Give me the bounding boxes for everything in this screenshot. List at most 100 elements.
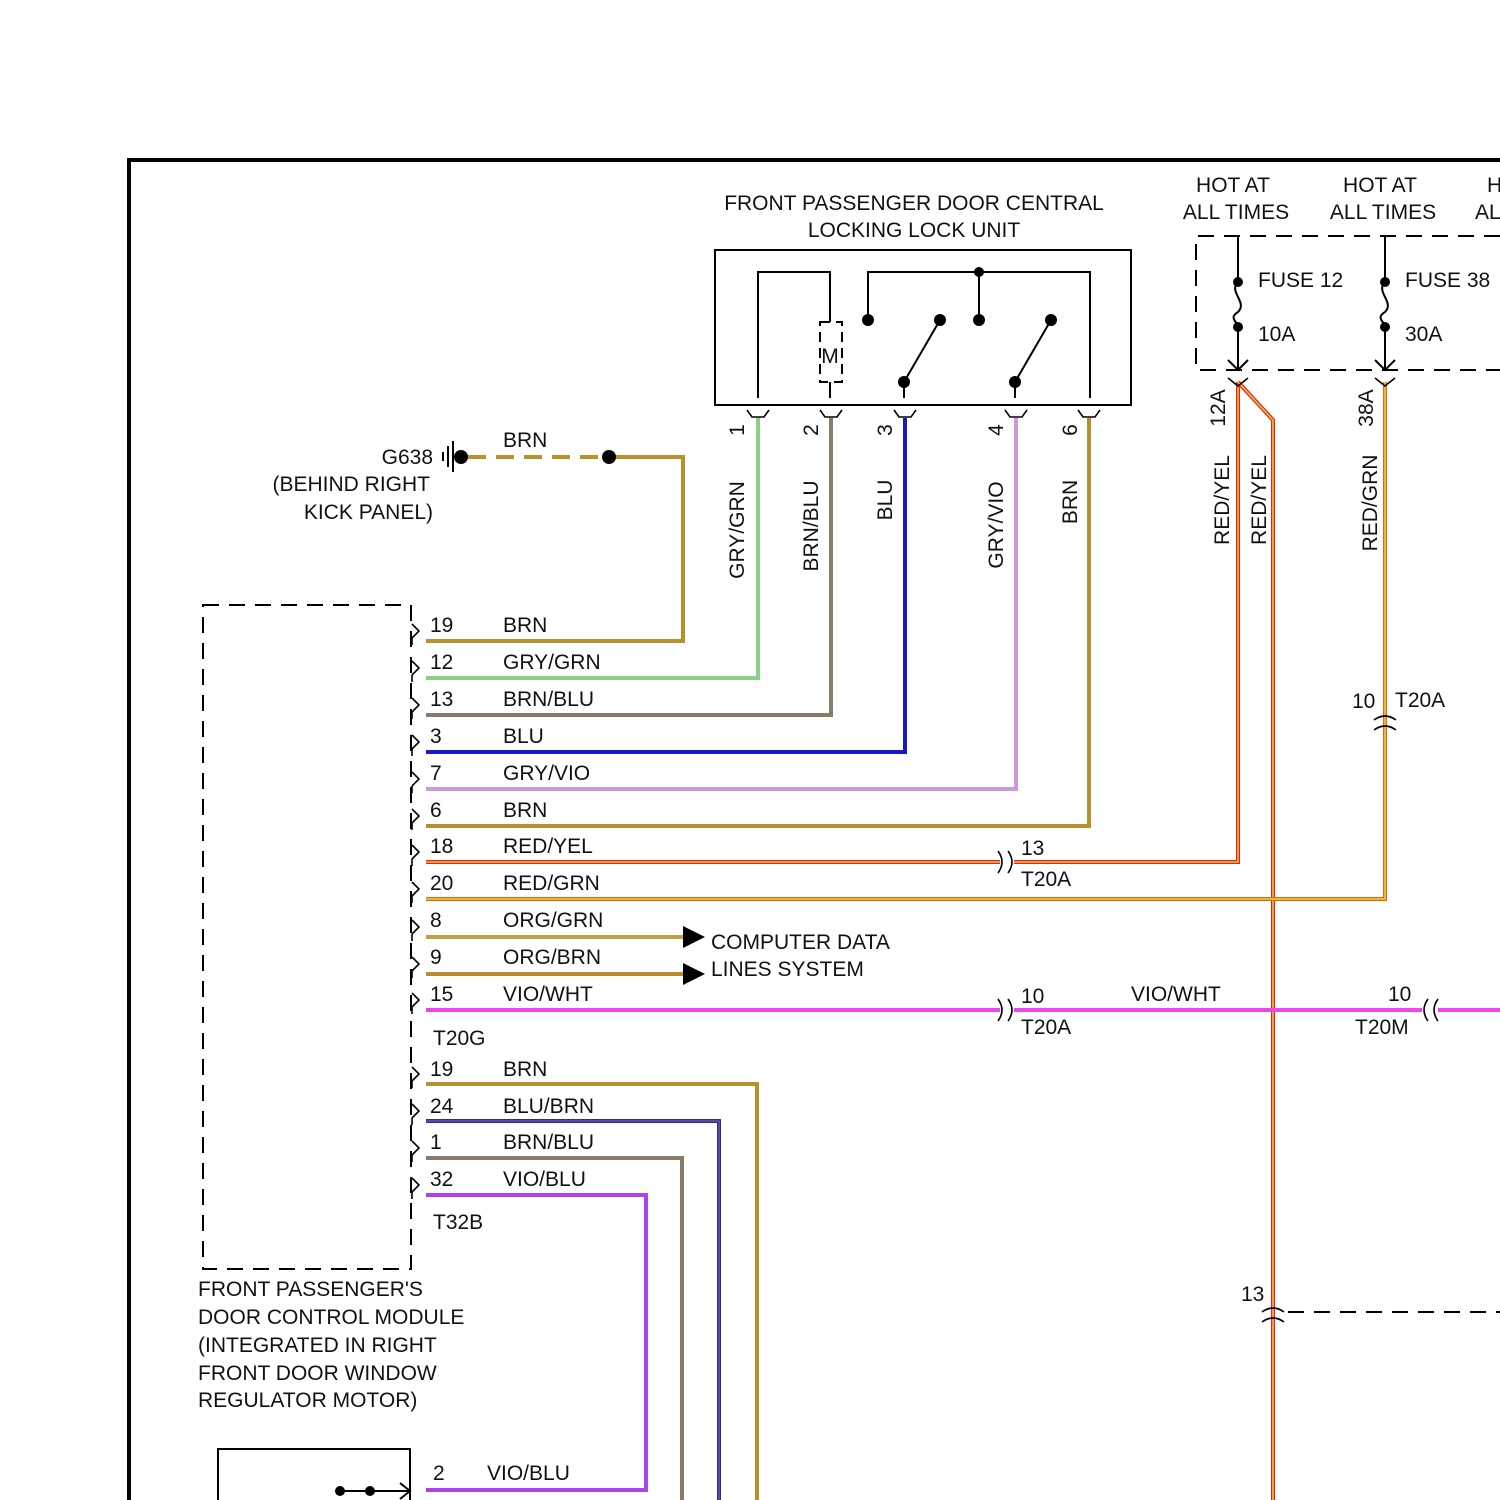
lock-unit-box [715,250,1131,405]
wire-red-yel-down [1238,382,1273,1500]
fuse-box-outline [1196,236,1500,370]
module-pin-chevron-1 [412,661,419,675]
module-b-wire-label-19: BRN [503,1058,547,1081]
t20a-10-connector [998,999,1012,1021]
fuse12-hot-line1: HOT AT [1196,174,1270,197]
t20a-right-pin: 10 [1352,690,1375,713]
ground-location-line2: KICK PANEL) [304,501,433,524]
vio-wht-mid-label: VIO/WHT [1131,983,1221,1006]
fuse38-hot-line1: HOT AT [1343,174,1417,197]
module-pin-3: 3 [430,725,442,748]
computer-data-line1: COMPUTER DATA [711,931,890,954]
lower-device-pin: 2 [433,1462,445,1485]
module-b-pin-19: 19 [430,1058,453,1081]
lock-unit-title-line1: FRONT PASSENGER DOOR CENTRAL [724,192,1104,215]
fuse38-rating: 30A [1405,323,1442,346]
fuse12-name: FUSE 12 [1258,269,1343,292]
arrow-org-grn [683,926,705,948]
t20a-13-pin: 13 [1021,837,1044,860]
wire-brn-blu-b1 [426,1158,682,1500]
module-b-wire-label-32: VIO/BLU [503,1168,586,1191]
wire-vio-blu-b32 [426,1195,646,1490]
lower-device-lead [340,1483,410,1499]
wire-ground-brn [426,457,683,641]
t20m-name: T20M [1355,1016,1409,1039]
module-pin-chevron-4 [412,772,419,786]
lock-wire-label-3: BLU [874,480,897,521]
fuse12-wire-label-a: RED/YEL [1211,455,1234,545]
wires [426,382,1500,1500]
module-wire-label-19: BRN [503,614,547,637]
door-control-module-outline [203,605,411,1269]
fuse-third-hot-line2: AL [1475,201,1500,224]
fuse12-hot-line2: ALL TIMES [1183,201,1289,224]
module-pin-19: 19 [430,614,453,637]
lock-pin-chevron-4 [1078,410,1100,417]
lower-device-outline [218,1449,410,1500]
module-b-pin-1: 1 [430,1131,442,1154]
module-wire-label-18: RED/YEL [503,835,593,858]
lock-unit-title-line2: LOCKING LOCK UNIT [808,219,1021,242]
t20m-pin: 10 [1388,983,1411,1006]
module-pin-chevron-9 [412,957,419,971]
module-b-pin-32: 32 [430,1168,453,1191]
lock-wire-label-2: BRN/BLU [800,480,823,571]
fuse12-symbol [1228,236,1248,370]
fuse38-name: FUSE 38 [1405,269,1490,292]
fuse38-hot-line2: ALL TIMES [1330,201,1436,224]
module-label-line1: FRONT PASSENGER'S [198,1278,423,1301]
module-wire-label-8: ORG/GRN [503,909,603,932]
module-pin-13: 13 [430,688,453,711]
fuse12-terminal: 12A [1207,389,1230,426]
module-pin-chevron-5 [412,809,419,823]
module-wire-label-13: BRN/BLU [503,688,594,711]
module-pin-chevron-10 [412,993,419,1007]
lock-unit-internals [758,267,1090,398]
module-wire-label-3: BLU [503,725,544,748]
lock-pin-4: 4 [985,424,1008,436]
module-pin-chevron-3 [412,735,419,749]
module-pin-chevron-7 [412,882,419,896]
module-b-pin-chevron-1 [412,1104,419,1118]
module-wire-label-9: ORG/BRN [503,946,601,969]
module-pin-chevron-2 [412,698,419,712]
module-pin-7: 7 [430,762,442,785]
lock-pin-chevron-1 [820,410,842,417]
t20a-13-connector [998,851,1012,873]
lock-pin-1: 1 [726,424,749,436]
lock-motor-label: M [821,345,839,368]
wire-brn-blu [426,418,831,715]
module-b-pin-chevron-2 [412,1141,419,1155]
module-pin-18: 18 [430,835,453,858]
module-pin-15: 15 [430,983,453,1006]
module-pin-6: 6 [430,799,442,822]
module-b-wire-label-1: BRN/BLU [503,1131,594,1154]
module-label-line5: REGULATOR MOTOR) [198,1389,417,1412]
fuse12-wire-label-b: RED/YEL [1248,455,1271,545]
module-wire-label-12: GRY/GRN [503,651,601,674]
module-wire-label-20: RED/GRN [503,872,600,895]
module-wire-label-6: BRN [503,799,547,822]
fuse12-rating: 10A [1258,323,1295,346]
module-pin-chevron-6 [412,845,419,859]
module-pin-chevron-0 [412,624,419,638]
wire-red-yel-18 [1014,382,1238,862]
lock-pin-6: 6 [1059,424,1082,436]
module-pin-9: 9 [430,946,442,969]
lock-pin-chevron-2 [894,410,916,417]
module-pin-8: 8 [430,909,442,932]
wire-blu [426,418,905,752]
module-label-line2: DOOR CONTROL MODULE [198,1306,464,1329]
fuse38-terminal: 38A [1355,389,1378,426]
lock-wire-label-1: GRY/GRN [726,481,749,579]
lock-pin-chevron-3 [1005,410,1027,417]
arrow-org-brn [683,963,705,985]
module-b-pin-chevron-3 [412,1178,419,1192]
t20m-connector [1424,999,1438,1021]
ground-location-line1: (BEHIND RIGHT [273,473,431,496]
module-label-line3: (INTEGRATED IN RIGHT [198,1334,437,1357]
lock-wire-label-6: BRN [1059,480,1082,524]
module-wire-label-7: GRY/VIO [503,762,590,785]
t20a-10-name: T20A [1021,1016,1071,1039]
